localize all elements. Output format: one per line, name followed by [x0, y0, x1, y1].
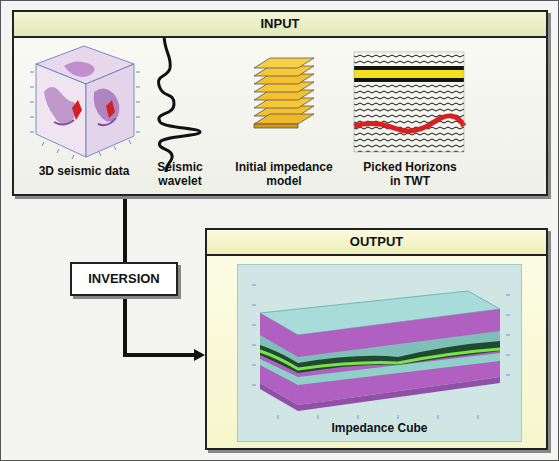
flow-connector	[125, 296, 205, 361]
input-caption: Picked Horizons in TWT	[357, 160, 463, 188]
box-heading: INPUT	[14, 12, 546, 38]
input-caption: Seismic wavelet	[144, 160, 216, 188]
picture-caption: Impedance Cube	[238, 421, 521, 435]
group-box: OUTPUT Impedance Cube	[205, 228, 548, 450]
impedance-cube-picture	[238, 265, 523, 443]
box-label: INVERSION	[72, 264, 176, 294]
flow-connector	[125, 196, 126, 262]
input-caption: 3D seismic data	[24, 164, 144, 178]
group-box: INPUT 3D seismic dataSeismic wavelet Initi…	[12, 10, 548, 196]
process-box: INVERSION	[70, 262, 178, 296]
input-caption: Initial impedance model	[228, 160, 340, 188]
box-heading: OUTPUT	[207, 230, 546, 256]
picture-panel: Impedance Cube	[237, 264, 522, 442]
